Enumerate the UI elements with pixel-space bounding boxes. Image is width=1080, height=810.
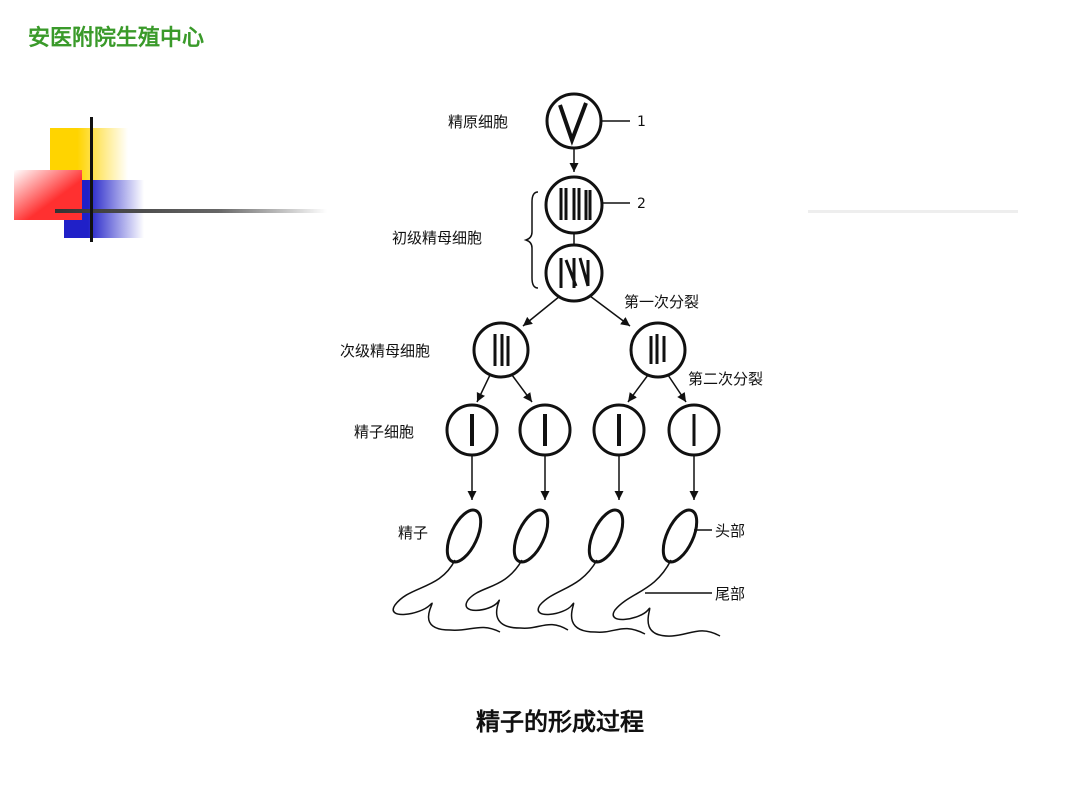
label-sperm: 精子	[398, 524, 428, 542]
vertical-rule	[90, 117, 93, 242]
figure-caption: 精子的形成过程	[476, 708, 644, 736]
primary-bracket	[523, 191, 539, 289]
primary-spermatocyte-cell-1	[544, 175, 630, 235]
label-tail: 尾部	[715, 585, 745, 603]
spermatid-cell-4	[667, 403, 721, 457]
secondary-spermatocyte-cell-left	[472, 321, 530, 379]
sperm-3	[537, 508, 646, 635]
label-spermatid: 精子细胞	[354, 423, 414, 441]
spermatid-cell-1	[445, 403, 499, 457]
label-secondary-spermatocyte: 次级精母细胞	[340, 342, 430, 360]
label-second-division: 第二次分裂	[688, 370, 763, 388]
marker-2: 2	[637, 196, 646, 212]
primary-spermatocyte-cell-2	[544, 243, 604, 303]
marker-1: 1	[637, 114, 646, 130]
horizontal-rule-left	[55, 209, 327, 213]
label-primary-spermatocyte: 初级精母细胞	[392, 229, 482, 247]
label-spermatogonium: 精原细胞	[448, 113, 508, 131]
secondary-spermatocyte-cell-right	[629, 321, 687, 379]
spermatid-cell-3	[592, 403, 646, 457]
spermatid-cell-2	[518, 403, 572, 457]
slide-header: 安医附院生殖中心	[28, 26, 205, 51]
sperm-2	[465, 508, 569, 631]
label-first-division: 第一次分裂	[624, 293, 699, 311]
spermatogonium-cell	[545, 92, 630, 150]
sperm-4	[612, 508, 721, 637]
sperm-1	[392, 508, 501, 633]
label-head: 头部	[715, 522, 745, 540]
horizontal-rule-right	[808, 210, 1018, 213]
